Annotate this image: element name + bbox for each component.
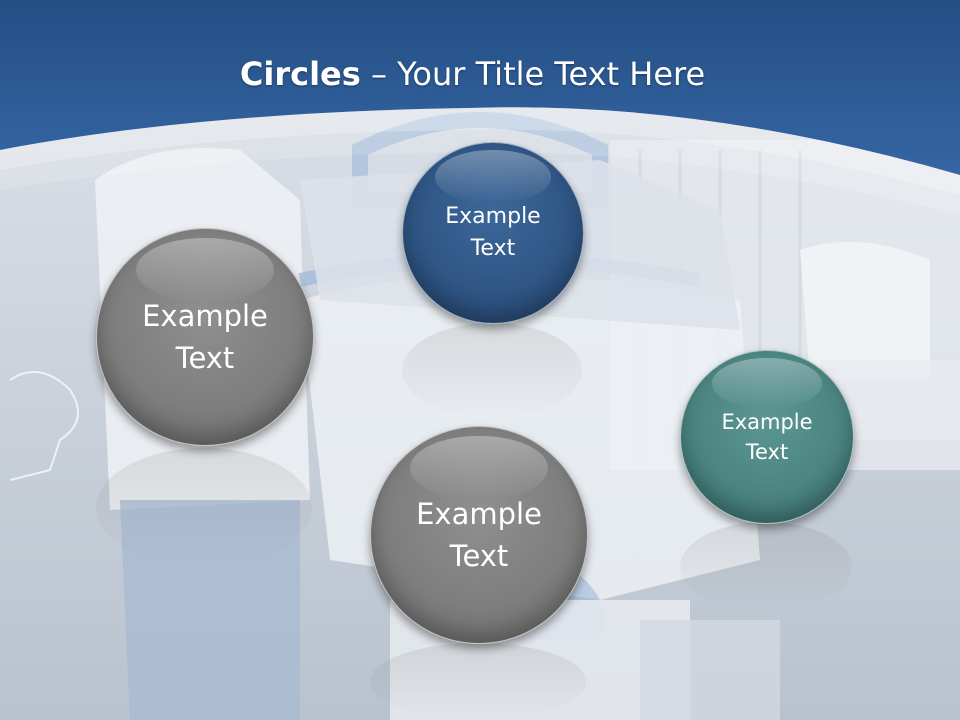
circle-right-label: Example Text <box>721 409 813 464</box>
circle-right[interactable]: Example Text <box>680 350 854 524</box>
page-title: Circles – Your Title Text Here <box>0 52 945 96</box>
circle-reflection <box>370 643 586 720</box>
title-bold: Circles <box>239 55 361 93</box>
circle-top-label: Example Text <box>445 204 541 261</box>
circle-bottom[interactable]: Example Text <box>370 426 588 644</box>
circle-left[interactable]: Example Text <box>96 228 314 446</box>
circle-reflection <box>402 323 582 418</box>
circle-reflection <box>680 522 852 612</box>
circle-left-label: Example Text <box>142 298 268 375</box>
title-rest: – Your Title Text Here <box>360 55 706 93</box>
circle-bottom-label: Example Text <box>416 496 542 573</box>
circle-top[interactable]: Example Text <box>402 142 584 324</box>
circle-reflection <box>96 448 312 568</box>
